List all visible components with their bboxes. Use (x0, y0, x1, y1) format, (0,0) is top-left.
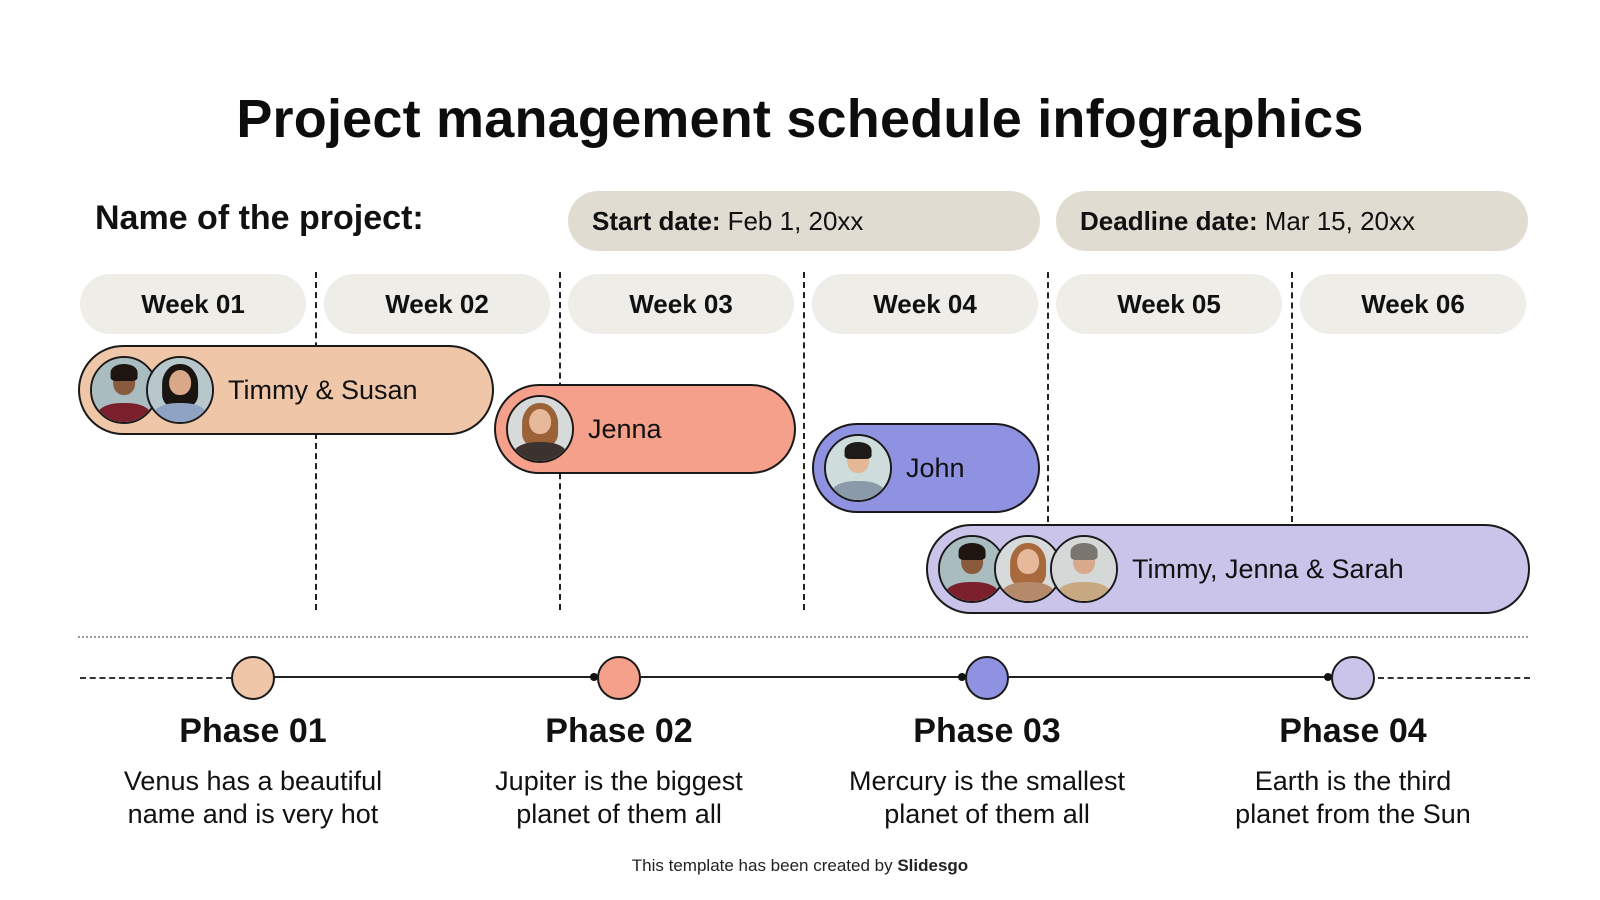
start-date-value: Feb 1, 20xx (727, 205, 864, 236)
timeline-connector-dot (590, 673, 598, 681)
week-divider (1047, 272, 1049, 522)
avatar-group (90, 356, 214, 424)
phase-description: Earth is the third planet from the Sun (1183, 765, 1523, 831)
timeline-connector-dot (958, 673, 966, 681)
avatar-john (824, 434, 892, 502)
timeline-dash-right (1378, 677, 1530, 679)
assignment-label: Timmy & Susan (228, 374, 418, 405)
phase-description: Venus has a beautiful name and is very h… (83, 765, 423, 831)
phase-3-node (965, 656, 1009, 700)
avatar-jenna (994, 535, 1062, 603)
phase-title: Phase 04 (1279, 712, 1427, 750)
phase-desc-line: planet of them all (884, 799, 1090, 829)
week-header-3: Week 03 (568, 274, 794, 334)
phase-description: Jupiter is the biggest planet of them al… (449, 765, 789, 831)
page-title: Project management schedule infographics (236, 89, 1364, 149)
timeline-connector-dot (1324, 673, 1332, 681)
phase-title: Phase 02 (545, 712, 693, 750)
section-divider (78, 636, 1528, 638)
week-header-6: Week 06 (1300, 274, 1526, 334)
phase-1: Phase 01 Venus has a beautiful name and … (83, 712, 423, 831)
phase-desc-line: Mercury is the smallest (848, 766, 1126, 796)
timeline-line (274, 676, 1326, 678)
avatar-susan (146, 356, 214, 424)
avatar-group (506, 395, 574, 463)
credit-brand-link[interactable]: Slidesgo (897, 856, 969, 875)
phase-desc-line: Jupiter is the biggest (495, 766, 743, 796)
phase-title: Phase 03 (913, 712, 1061, 750)
phase-description: Mercury is the smallest planet of them a… (817, 765, 1157, 831)
phase-4: Phase 04 Earth is the third planet from … (1183, 712, 1523, 831)
phase-1-node (231, 656, 275, 700)
assignment-label: Timmy, Jenna & Sarah (1132, 553, 1404, 584)
phase-4-node (1331, 656, 1375, 700)
phase-2: Phase 02 Jupiter is the biggest planet o… (449, 712, 789, 831)
week-header-5: Week 05 (1056, 274, 1282, 334)
week-divider (1291, 272, 1293, 522)
assignment-label: John (906, 452, 965, 483)
deadline-date-pill: Deadline date: Mar 15, 20xx (1056, 191, 1528, 251)
start-date-label: Start date: (592, 205, 721, 236)
phase-3: Phase 03 Mercury is the smallest planet … (817, 712, 1157, 831)
credit-text: This template has been created by (631, 856, 893, 875)
phase-desc-line: Venus has a beautiful (123, 766, 383, 796)
avatar-group (938, 535, 1118, 603)
week-divider (803, 272, 805, 610)
avatar-group (824, 434, 892, 502)
assignment-bar-timmy-jenna-sarah[interactable]: Timmy, Jenna & Sarah (926, 524, 1530, 614)
assignment-bar-jenna[interactable]: Jenna (494, 384, 796, 474)
credit-footer: This template has been created by Slides… (0, 856, 1600, 876)
phase-desc-line: planet from the Sun (1235, 799, 1471, 829)
phase-desc-line: name and is very hot (127, 799, 379, 829)
assignment-bar-timmy-susan[interactable]: Timmy & Susan (78, 345, 494, 435)
phase-2-node (597, 656, 641, 700)
start-date-pill: Start date: Feb 1, 20xx (568, 191, 1040, 251)
week-header-4: Week 04 (812, 274, 1038, 334)
avatar-sarah (1050, 535, 1118, 603)
avatar-jenna (506, 395, 574, 463)
deadline-date-label: Deadline date: (1080, 205, 1258, 236)
week-divider (315, 272, 317, 610)
assignment-bar-john[interactable]: John (812, 423, 1040, 513)
phase-desc-line: planet of them all (516, 799, 722, 829)
phase-desc-line: Earth is the third (1254, 766, 1452, 796)
project-name-label: Name of the project: (95, 199, 424, 237)
week-header-2: Week 02 (324, 274, 550, 334)
timeline-dash-left (80, 677, 232, 679)
week-header-1: Week 01 (80, 274, 306, 334)
deadline-date-value: Mar 15, 20xx (1264, 205, 1416, 236)
avatar-timmy (90, 356, 158, 424)
phase-title: Phase 01 (179, 712, 327, 750)
assignment-label: Jenna (588, 413, 662, 444)
